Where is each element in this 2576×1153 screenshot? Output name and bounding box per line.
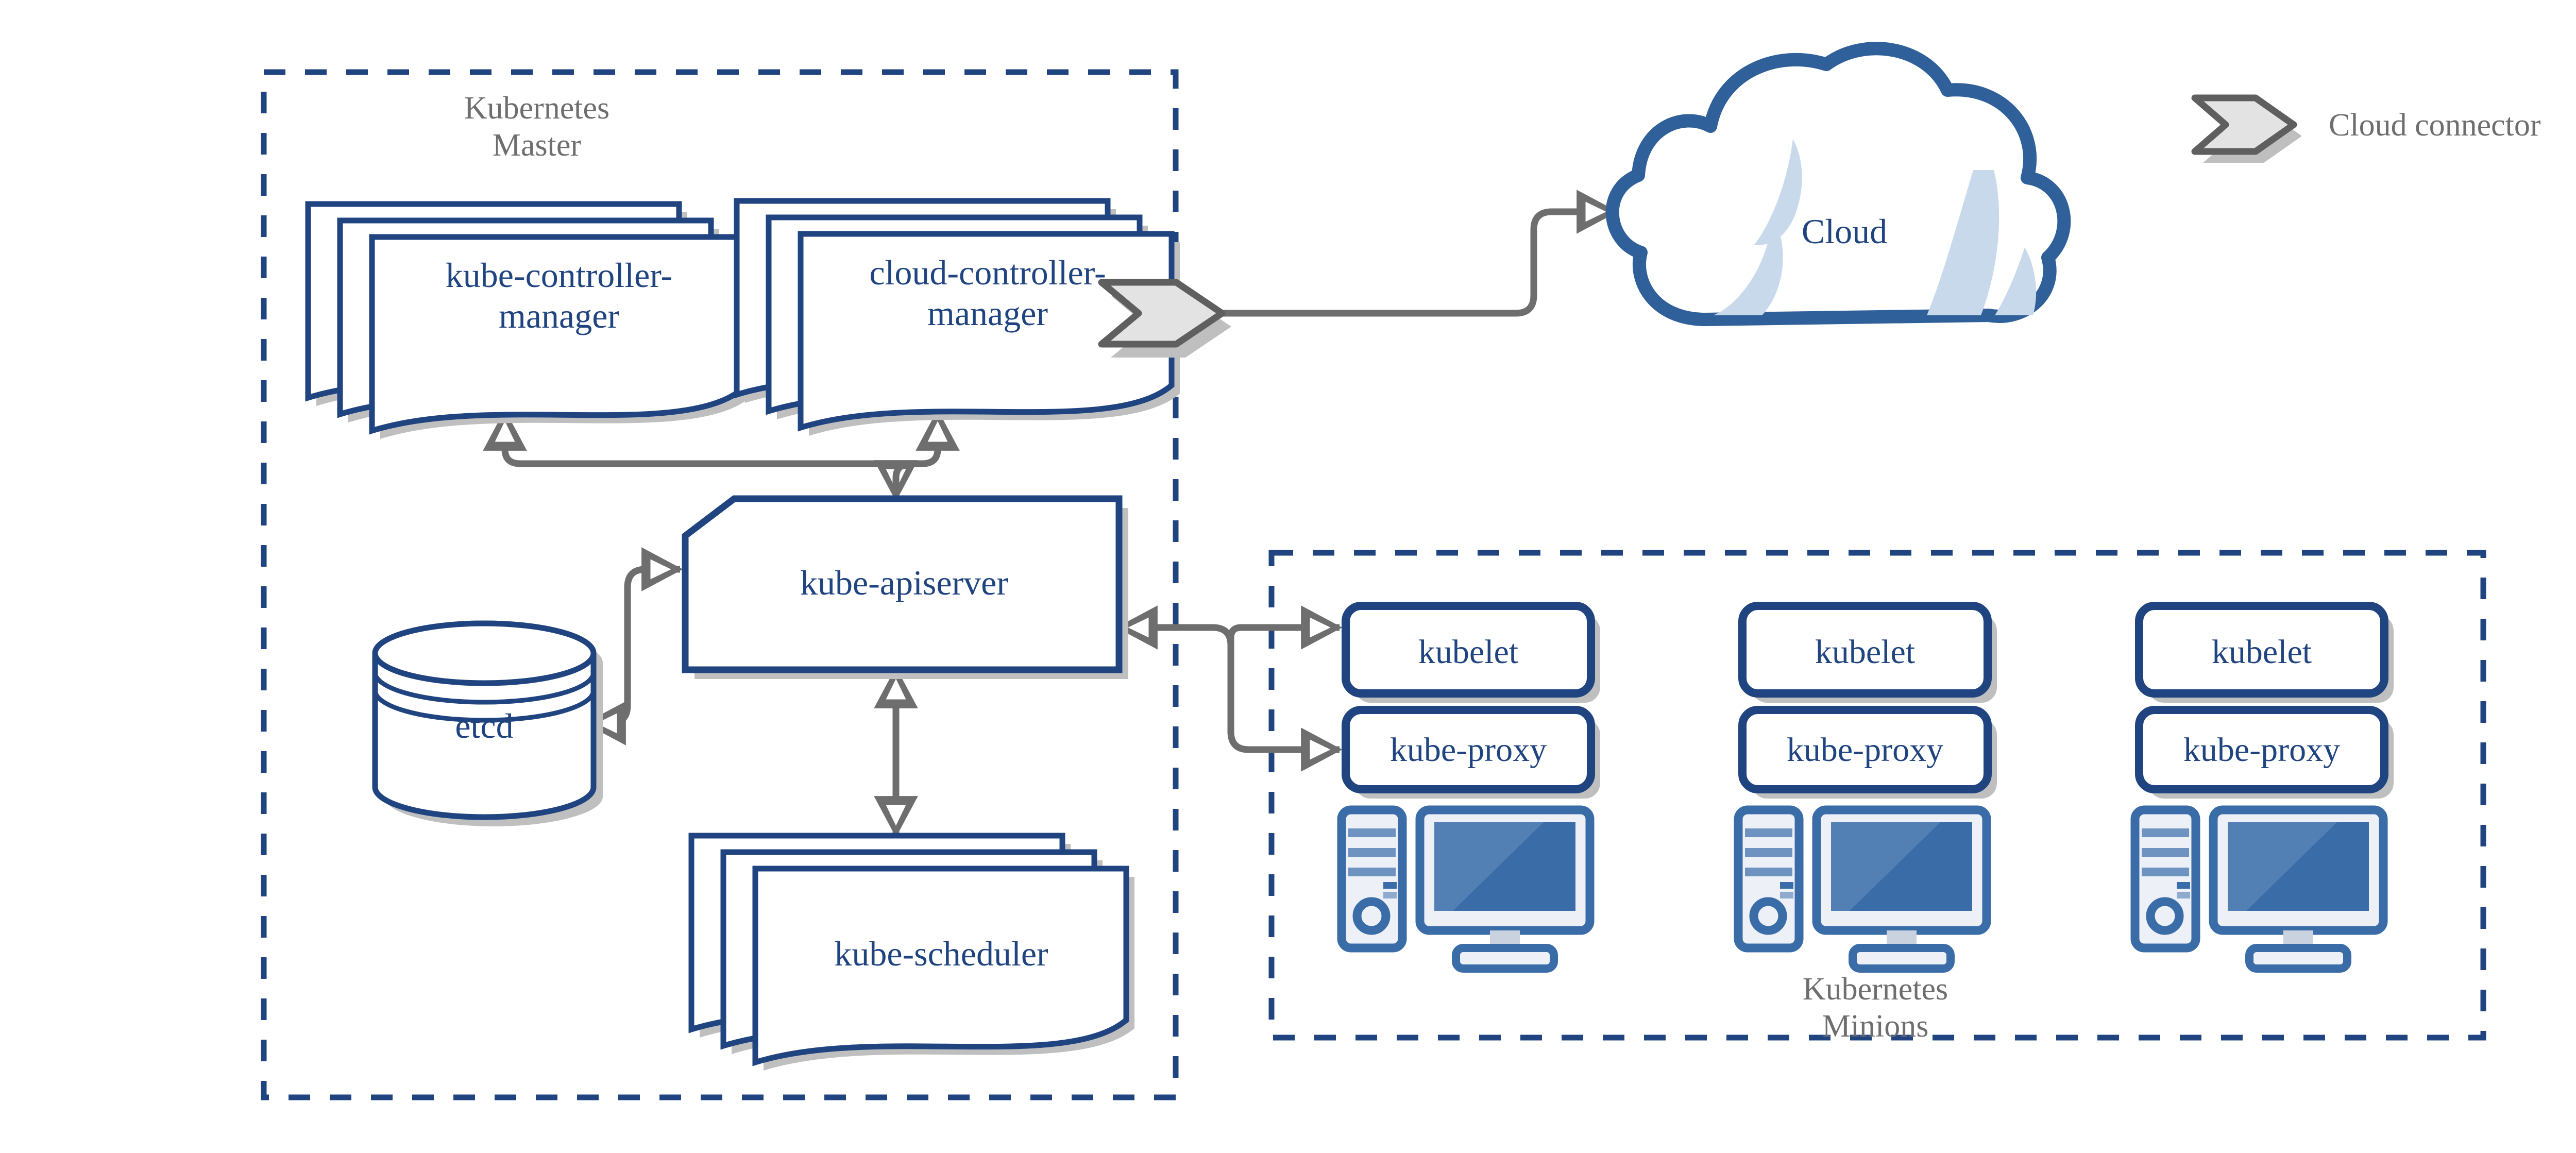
minion-column-2: [1734, 602, 1997, 973]
connector-apiserver-kubelet: [1116, 605, 1343, 772]
kubelet-box-1[interactable]: [1342, 602, 1600, 703]
computer-icon-2: [1734, 805, 1991, 973]
node-kube-scheduler: [688, 833, 1134, 1071]
node-kube-apiserver: [682, 495, 1128, 679]
master-group-border: [261, 69, 1179, 1100]
cloud-connector-icon: [1098, 279, 1231, 358]
connector-ccm-apiserver: [892, 409, 960, 495]
minion-column-1: [1337, 602, 1600, 973]
kubelet-box-3[interactable]: [2135, 602, 2394, 703]
connector-apiserver-etcd: [584, 547, 683, 745]
connector-branch-kubeproxy: [1227, 605, 1343, 650]
computer-icon-1: [1337, 805, 1595, 973]
cloud-shape: [1605, 42, 2071, 326]
node-kube-controller-manager: [305, 201, 751, 439]
node-cloud-controller-manager: [734, 198, 1180, 436]
minion-column-3: [2130, 602, 2394, 973]
connector-ccm-cloud: [1149, 190, 1618, 317]
kubelet-box-2[interactable]: [1738, 602, 1997, 703]
legend-cloud-connector-icon: [2191, 94, 2302, 163]
minions-group-border: [1268, 550, 2486, 1041]
computer-icon-3: [2130, 805, 2388, 973]
kube-proxy-box-1[interactable]: [1342, 706, 1600, 799]
kube-proxy-box-2[interactable]: [1738, 706, 1997, 799]
node-etcd: [372, 620, 603, 826]
kube-proxy-box-3[interactable]: [2135, 706, 2394, 799]
